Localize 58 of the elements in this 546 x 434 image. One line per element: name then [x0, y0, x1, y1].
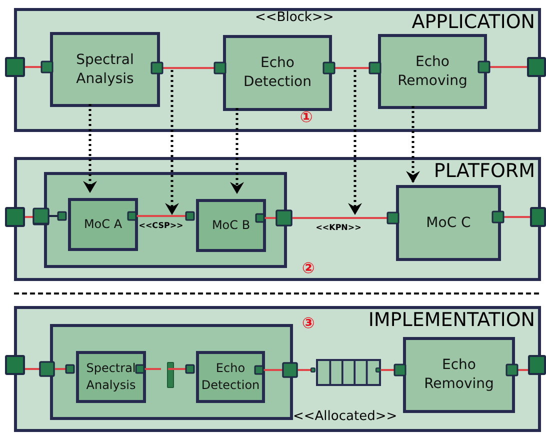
connector-line [322, 62, 382, 74]
port-square [5, 207, 25, 227]
stereotype-label: <<Allocated>> [293, 410, 398, 423]
queue-symbol [316, 359, 381, 386]
connector-line [32, 208, 67, 224]
connector-line [150, 62, 226, 74]
component-box [403, 337, 515, 413]
port-square [5, 355, 25, 375]
port-square [530, 207, 546, 227]
box-label: Echo Removing [396, 52, 468, 90]
connector-line [282, 362, 316, 378]
component-box [396, 185, 501, 261]
bar-symbol [167, 362, 174, 388]
connector-line [376, 364, 406, 376]
box-label: Echo Removing [423, 356, 495, 394]
component-box [378, 34, 487, 109]
connector-line [135, 364, 161, 374]
edge-label: <<KPN>> [316, 223, 362, 233]
layer-panel [14, 157, 541, 281]
layer-panel [14, 8, 541, 132]
group-box [44, 172, 287, 268]
component-box [50, 32, 160, 107]
panel-title: IMPLEMENTATION [368, 309, 535, 331]
callout-number: ② [302, 261, 315, 276]
panel-title: APPLICATION [412, 11, 535, 33]
port-square [5, 57, 25, 77]
box-label: MoC B [212, 217, 250, 234]
connector-line [39, 361, 75, 377]
connector-line [127, 211, 195, 221]
component-box [68, 198, 138, 251]
component-box [223, 35, 332, 111]
component-box [76, 351, 146, 403]
box-label: MoC C [426, 214, 471, 232]
connector-line [25, 60, 54, 74]
box-label: MoC A [84, 216, 122, 233]
group-box [50, 324, 293, 420]
dotted-arrow [83, 104, 97, 193]
callout-number: ③ [302, 316, 315, 331]
box-label: Echo Detection [242, 54, 312, 92]
connector-line [276, 210, 400, 226]
connector-line [478, 60, 527, 74]
connector-line [506, 364, 528, 376]
box-label: Spectral Analysis [85, 360, 137, 394]
panel-title: PLATFORM [434, 160, 535, 182]
port-square [527, 57, 546, 77]
edge-label: <<CSP>> [138, 221, 184, 231]
layer-panel [14, 306, 541, 432]
connector-line [168, 364, 195, 374]
connector-line [492, 210, 530, 224]
component-box [196, 199, 266, 252]
callout-number: ① [300, 110, 313, 125]
stereotype-label: <<Block>> [255, 11, 334, 24]
port-square [528, 355, 546, 375]
box-label: Echo Detection [201, 360, 260, 394]
component-box [196, 351, 265, 403]
dotted-arrow [406, 106, 420, 183]
dotted-arrow [230, 108, 244, 194]
box-label: Spectral Analysis [75, 50, 135, 88]
